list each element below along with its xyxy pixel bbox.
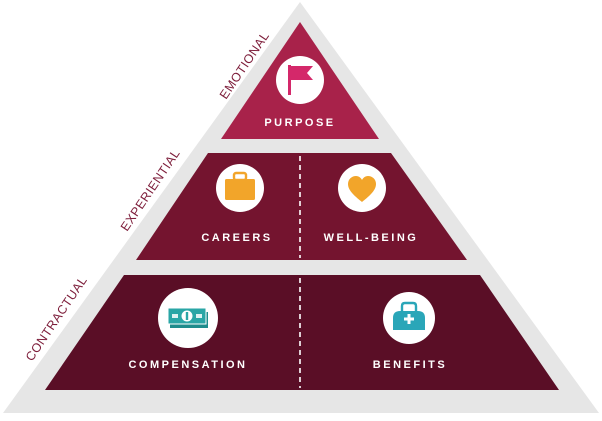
wellbeing-label: WELL-BEING [324, 232, 419, 244]
briefcase-icon [225, 171, 255, 200]
medical-kit-icon [393, 301, 425, 330]
benefits-label: BENEFITS [373, 359, 447, 371]
heart-icon [348, 176, 376, 202]
careers-label: CAREERS [201, 232, 272, 244]
compensation-label: COMPENSATION [128, 359, 247, 371]
tier-contractual [45, 275, 559, 390]
purpose-label: PURPOSE [264, 117, 335, 129]
cash-icon [167, 307, 208, 328]
flag-icon [288, 65, 313, 95]
